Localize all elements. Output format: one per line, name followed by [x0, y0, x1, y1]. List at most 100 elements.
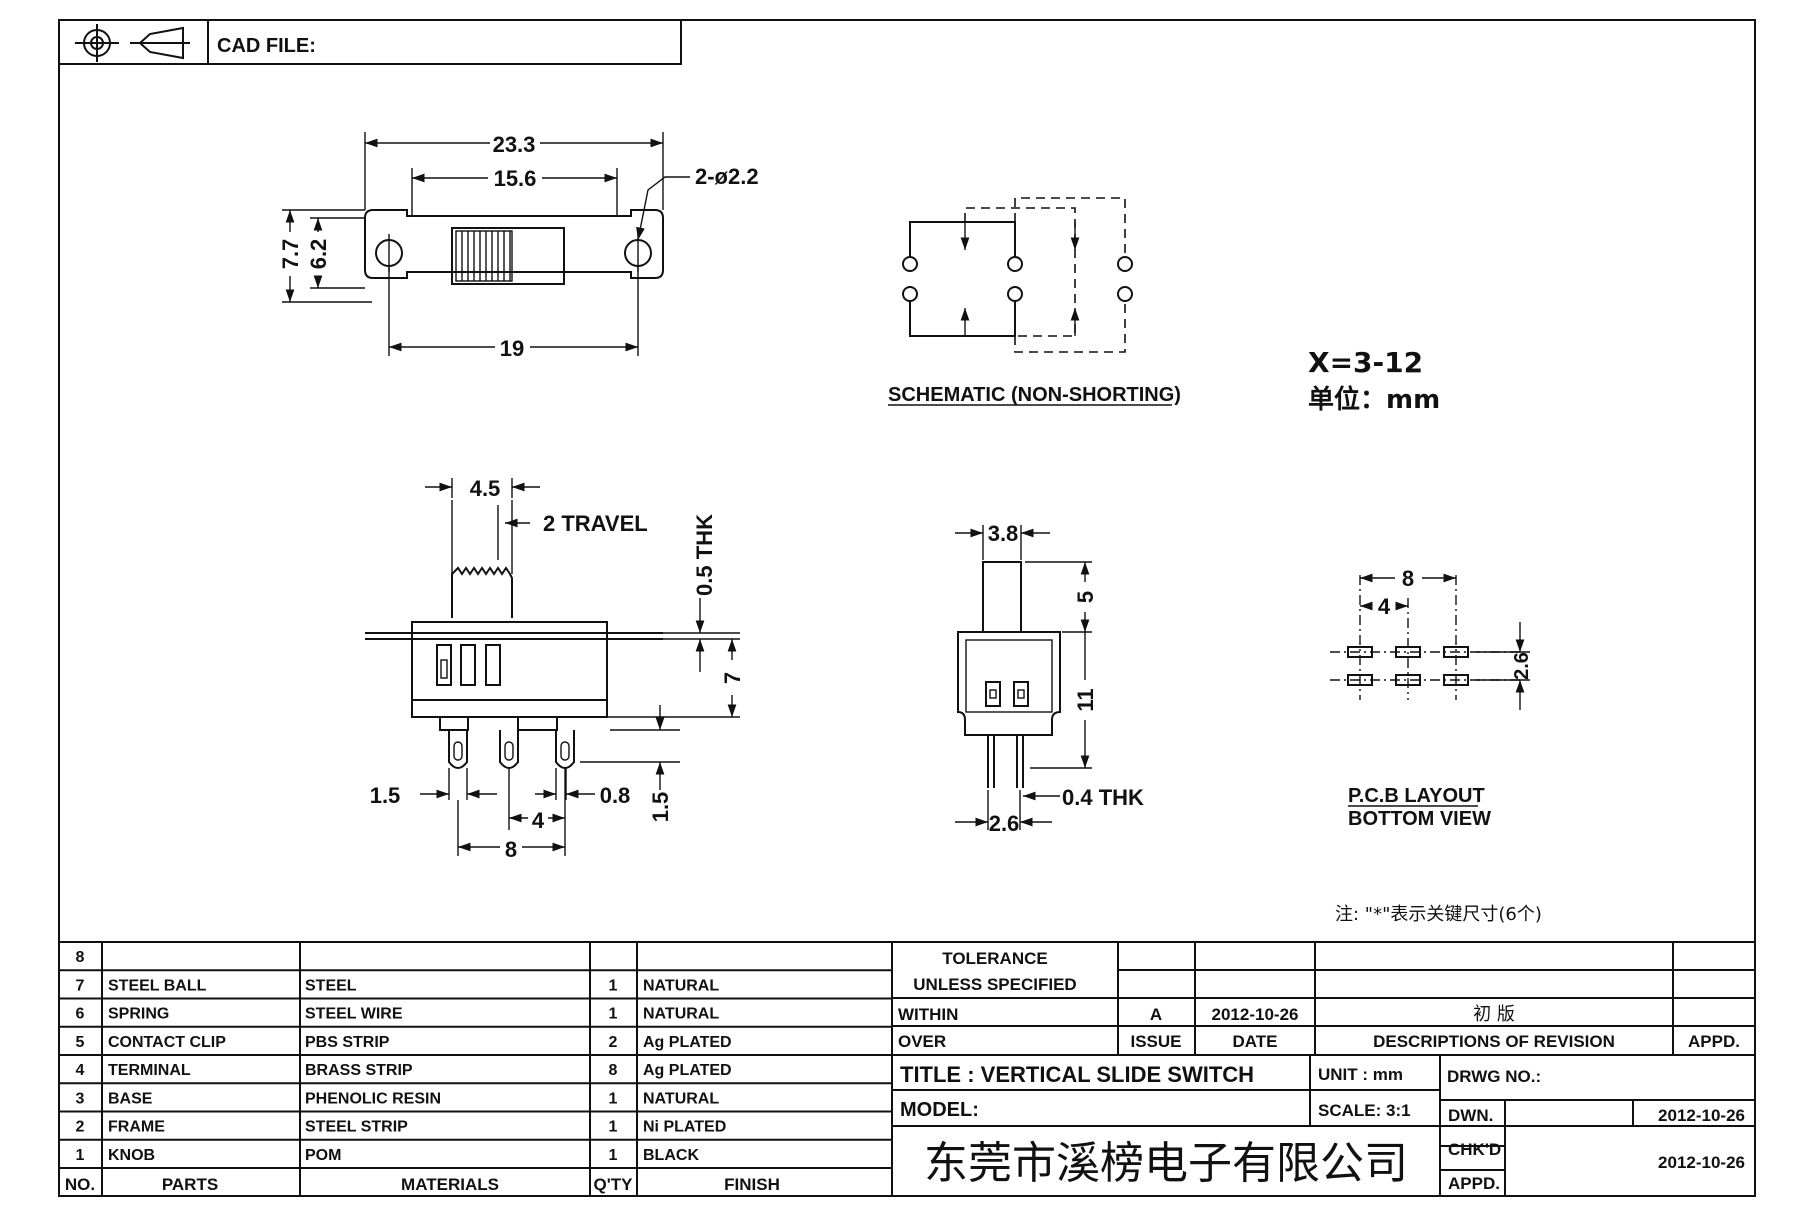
dim-11: 11	[1073, 688, 1098, 711]
bom-cell-material: STEEL STRIP	[305, 1119, 408, 1136]
dim-8-side: 8	[505, 837, 517, 862]
schematic-caption: SCHEMATIC (NON-SHORTING)	[888, 384, 1181, 406]
chkd-date: 2012-10-26	[1658, 1153, 1745, 1172]
dim-15-6: 15.6	[494, 166, 537, 191]
bom-header-finish: FINISH	[724, 1175, 780, 1194]
rev-issue: A	[1150, 1005, 1162, 1024]
table-row: 2 FRAME STEEL STRIP 1 Ni PLATED	[76, 1119, 727, 1136]
schematic-diagram: SCHEMATIC (NON-SHORTING)	[888, 197, 1181, 406]
bom-cell-qty: 1	[609, 1119, 618, 1136]
bom-cell-material: STEEL	[305, 977, 357, 994]
bom-header-qty: Q'TY	[594, 1175, 634, 1194]
bom-cell-finish: NATURAL	[643, 1006, 719, 1023]
date-label: DATE	[1232, 1032, 1277, 1051]
bom-cell-material: PHENOLIC RESIN	[305, 1090, 441, 1107]
appd-label: APPD.	[1688, 1032, 1740, 1051]
dim-travel: 2 TRAVEL	[543, 511, 648, 536]
table-row: 7 STEEL BALL STEEL 1 NATURAL	[76, 977, 720, 994]
bom-cell-material: BRASS STRIP	[305, 1062, 413, 1079]
drwg-no-field: DRWG NO.:	[1447, 1067, 1541, 1086]
bom-cell-qty: 1	[609, 1090, 618, 1107]
table-row: 8	[76, 949, 85, 966]
bom-cell-no: 1	[76, 1147, 85, 1164]
bom-cell-material: PBS STRIP	[305, 1034, 390, 1051]
issue-label: ISSUE	[1130, 1032, 1181, 1051]
dim-5: 5	[1073, 591, 1098, 603]
bom-cell-no: 8	[76, 949, 85, 966]
dim-1-5-left: 1.5	[370, 783, 401, 808]
tolerance-label: TOLERANCE	[942, 949, 1047, 968]
dim-4-pcb: 4	[1378, 594, 1391, 619]
title-block: TOLERANCE UNLESS SPECIFIED WITHIN OVER A…	[891, 941, 1756, 1197]
dim-3-8: 3.8	[988, 521, 1019, 546]
model-field: MODEL:	[900, 1099, 979, 1121]
over-label: OVER	[898, 1032, 946, 1051]
bom-cell-material: STEEL WIRE	[305, 1006, 403, 1023]
bom-cell-finish: NATURAL	[643, 977, 719, 994]
end-view: 3.8 5 11 0.4 THK 2.6	[955, 521, 1144, 836]
unless-specified-label: UNLESS SPECIFIED	[913, 975, 1076, 994]
drawing-title: TITLE : VERTICAL SLIDE SWITCH	[900, 1062, 1254, 1087]
bom-cell-finish: BLACK	[643, 1147, 699, 1164]
header-block: CAD FILE:	[58, 19, 682, 65]
dwn-date: 2012-10-26	[1658, 1106, 1745, 1125]
unit-field: UNIT : mm	[1318, 1065, 1403, 1084]
company-name: 东莞市溪榜电子有限公司	[924, 1138, 1408, 1189]
bom-cell-no: 5	[76, 1034, 85, 1051]
table-row: 6 SPRING STEEL WIRE 1 NATURAL	[76, 1006, 720, 1023]
bom-cell-qty: 1	[609, 977, 618, 994]
descriptions-label: DESCRIPTIONS OF REVISION	[1373, 1032, 1615, 1051]
dim-0-8: 0.8	[600, 783, 631, 808]
table-row: 5 CONTACT CLIP PBS STRIP 2 Ag PLATED	[76, 1034, 732, 1051]
bom-cell-part: STEEL BALL	[108, 977, 207, 994]
dwn-label: DWN.	[1448, 1106, 1493, 1125]
within-label: WITHIN	[898, 1005, 958, 1024]
dim-hole: 2-ø2.2	[695, 164, 759, 189]
x-range-note: X=3-12	[1308, 346, 1423, 379]
dim-2-6-pcb: 2.6	[1511, 652, 1533, 680]
appd2-label: APPD.	[1448, 1174, 1500, 1193]
dim-1-5-right: 1.5	[648, 792, 673, 823]
knob-hatch	[455, 230, 513, 282]
dim-0-5-thk: 0.5 THK	[692, 514, 717, 596]
bom-cell-qty: 2	[609, 1034, 618, 1051]
dim-19: 19	[500, 336, 524, 361]
bom-header-materials: MATERIALS	[401, 1175, 499, 1194]
dim-4-5: 4.5	[470, 476, 501, 501]
bom-cell-part: SPRING	[108, 1006, 169, 1023]
bom-cell-no: 4	[76, 1062, 85, 1079]
bom-cell-finish: NATURAL	[643, 1090, 719, 1107]
bom-cell-no: 2	[76, 1119, 85, 1136]
projection-symbol-icon	[75, 24, 190, 62]
dim-2-6-end: 2.6	[989, 811, 1020, 836]
top-view: 23.3 15.6 2-ø2.2 7.7 6.2 19	[278, 132, 759, 361]
rev-description: 初 版	[1473, 1004, 1515, 1025]
dim-4-side: 4	[532, 808, 545, 833]
bom-cell-part: BASE	[108, 1090, 153, 1107]
bom-cell-qty: 1	[609, 1006, 618, 1023]
bom-cell-material: POM	[305, 1147, 341, 1164]
dim-7-7: 7.7	[278, 239, 303, 270]
dim-0-4-thk: 0.4 THK	[1062, 785, 1144, 810]
bom-cell-finish: Ni PLATED	[643, 1119, 726, 1136]
bom-cell-qty: 8	[609, 1062, 618, 1079]
pcb-layout: 8 4 2.6 P.C.B LAYOUT BOTTOM VIEW	[1330, 566, 1533, 830]
bom-header-no: NO.	[65, 1175, 95, 1194]
bom-cell-no: 6	[76, 1006, 85, 1023]
bom-header-parts: PARTS	[162, 1175, 218, 1194]
bom-cell-part: KNOB	[108, 1147, 155, 1164]
pcb-caption-2: BOTTOM VIEW	[1348, 808, 1491, 830]
pcb-caption-1: P.C.B LAYOUT	[1348, 785, 1485, 807]
bom-cell-finish: Ag PLATED	[643, 1034, 732, 1051]
bom-cell-no: 7	[76, 977, 85, 994]
bom-cell-part: FRAME	[108, 1119, 165, 1136]
bom-cell-finish: Ag PLATED	[643, 1062, 732, 1079]
side-view: 4.5 2 TRAVEL 0.5 THK 7 1.5 0.8 4	[365, 476, 745, 862]
key-dimension-note: 注: "*"表示关键尺寸(6个)	[1335, 904, 1542, 925]
bom-cell-part: CONTACT CLIP	[108, 1034, 226, 1051]
